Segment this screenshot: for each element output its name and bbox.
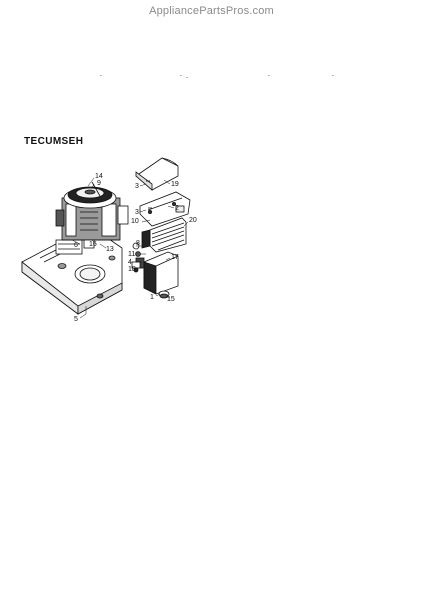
callout-18: 18: [128, 266, 136, 273]
callout-16: 16: [89, 241, 97, 248]
muffler-body: [135, 251, 179, 295]
callout-1: 1: [150, 294, 154, 301]
callout-8: 8: [136, 240, 140, 247]
callout-5: 5: [74, 316, 78, 323]
callout-3-upper: 3: [135, 183, 139, 190]
callout-13: 13: [106, 246, 114, 253]
callout-10: 10: [131, 218, 139, 225]
callout-2: 2: [175, 205, 179, 212]
callout-20: 20: [189, 217, 197, 224]
muffler-guard: [141, 217, 187, 253]
site-watermark: AppliancePartsPros.com: [149, 5, 274, 17]
scan-speck: [180, 75, 182, 76]
scan-speck: [186, 77, 188, 78]
scan-speck: [100, 75, 102, 76]
callout-leaders: [71, 177, 189, 319]
callout-17: 17: [171, 254, 179, 261]
engine-brand-heading: TECUMSEH: [24, 136, 84, 147]
engine-assembly: [55, 186, 129, 249]
callout-15: 15: [167, 296, 175, 303]
callout-4: 4: [128, 259, 132, 266]
chassis-frame: [21, 225, 123, 315]
callout-6: 6: [74, 242, 78, 249]
callout-3-lower: 3: [135, 209, 139, 216]
callout-19: 19: [171, 181, 179, 188]
callout-11: 11: [128, 251, 135, 258]
scan-speck: [268, 75, 270, 76]
muffler-shroud: [135, 157, 179, 191]
scan-speck: [332, 75, 334, 76]
callout-9: 9: [97, 180, 101, 187]
muffler-bracket: [139, 191, 191, 227]
callout-14: 14: [95, 173, 103, 180]
